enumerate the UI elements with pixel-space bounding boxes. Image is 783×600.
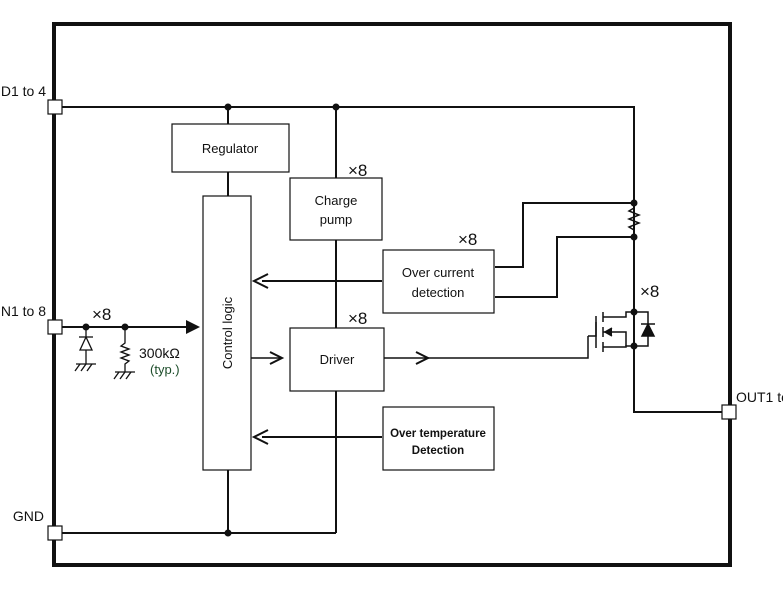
pin-vbb: D1 to 4 — [1, 83, 63, 115]
arrowheads — [186, 273, 431, 445]
over-current-multiplier: ×8 — [458, 230, 477, 249]
sense-resistor-icon — [626, 203, 642, 237]
over-temperature-label-line2: Detection — [412, 445, 464, 457]
wires — [62, 106, 722, 534]
over-temperature-block: Over temperature Detection — [382, 406, 495, 471]
driver-label: Driver — [320, 352, 355, 367]
charge-pump-multiplier: ×8 — [348, 161, 367, 180]
driver-block: Driver — [289, 327, 385, 392]
pulldown-value: 300kΩ — [139, 345, 180, 361]
pulldown-note: (typ.) — [150, 362, 180, 377]
pin-gnd-label: GND — [13, 508, 44, 524]
control-logic-block: Control logic — [202, 195, 252, 471]
over-current-label-line2: detection — [412, 285, 465, 300]
driver-multiplier: ×8 — [348, 309, 367, 328]
pin-vbb-label: D1 to 4 — [1, 83, 46, 99]
pulldown-resistor-icon — [113, 327, 135, 380]
pin-gnd: GND — [13, 508, 63, 541]
control-logic-label: Control logic — [220, 296, 235, 369]
charge-pump-label-line2: pump — [320, 212, 353, 227]
charge-pump-label-line1: Charge — [315, 193, 358, 208]
chip-outline — [52, 22, 732, 567]
input-multiplier: ×8 — [92, 305, 111, 324]
regulator-label: Regulator — [202, 141, 259, 156]
input-diode-icon — [74, 327, 96, 372]
pin-out: OUT1 to 8 — [721, 389, 783, 420]
pin-out-label: OUT1 to 8 — [736, 389, 783, 405]
charge-pump-block: Charge pump — [289, 177, 383, 241]
regulator-block: Regulator — [171, 123, 290, 173]
pin-in-label: IN1 to 8 — [0, 303, 46, 319]
over-current-block: Over current detection — [382, 249, 495, 314]
mosfet-multiplier: ×8 — [640, 282, 659, 301]
over-temperature-label-line1: Over temperature — [390, 428, 486, 440]
over-current-label-line1: Over current — [402, 265, 475, 280]
pin-in: IN1 to 8 — [0, 303, 63, 335]
power-mosfet-icon — [588, 311, 656, 352]
